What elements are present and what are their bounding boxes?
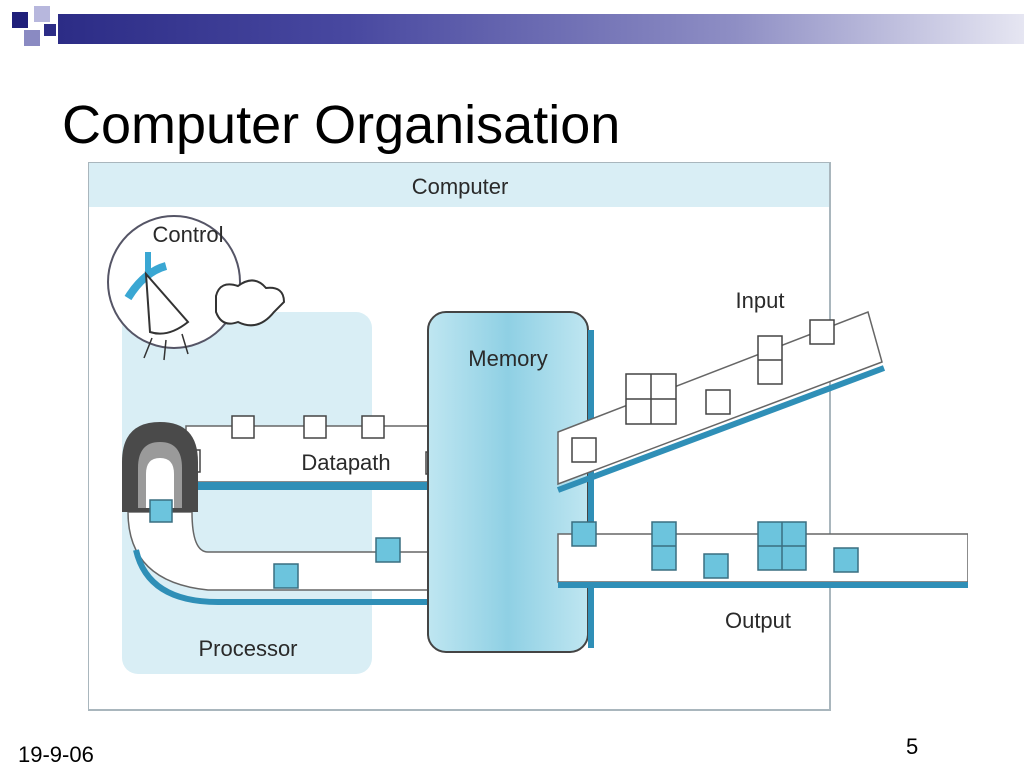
- processor-data-square: [375, 537, 401, 563]
- corner-square-dark: [12, 12, 28, 28]
- slide-page-number: 5: [906, 734, 919, 759]
- control-label: Control: [153, 222, 224, 247]
- corner-square-light: [34, 6, 50, 22]
- memory-label: Memory: [468, 346, 547, 371]
- computer-header-band: [89, 163, 829, 207]
- datapath-label: Datapath: [301, 450, 390, 475]
- slide-date: 19-9-06: [18, 742, 94, 767]
- corner-square-small: [44, 24, 56, 36]
- computer-label: Computer: [412, 174, 509, 199]
- output-band-shadow: [558, 582, 968, 588]
- computer-organisation-diagram: Computer Processor Control Datapath: [88, 162, 968, 711]
- title-bar-gradient: [58, 14, 1024, 44]
- input-label: Input: [736, 288, 785, 313]
- slide-title: Computer Organisation: [62, 95, 621, 155]
- processor-lower-path: [127, 511, 434, 591]
- corner-square-mid: [24, 30, 40, 46]
- input-squares: [571, 319, 835, 463]
- control-circle: [107, 215, 241, 349]
- output-squares: [571, 521, 859, 579]
- memory-shadow: [588, 330, 594, 648]
- control-lamp-icon: [124, 252, 286, 361]
- output-label: Output: [725, 608, 791, 633]
- processor-label: Processor: [198, 636, 297, 661]
- processor-data-square: [273, 563, 299, 589]
- datapath-band-shadow: [188, 482, 476, 490]
- processor-arch: [122, 422, 198, 523]
